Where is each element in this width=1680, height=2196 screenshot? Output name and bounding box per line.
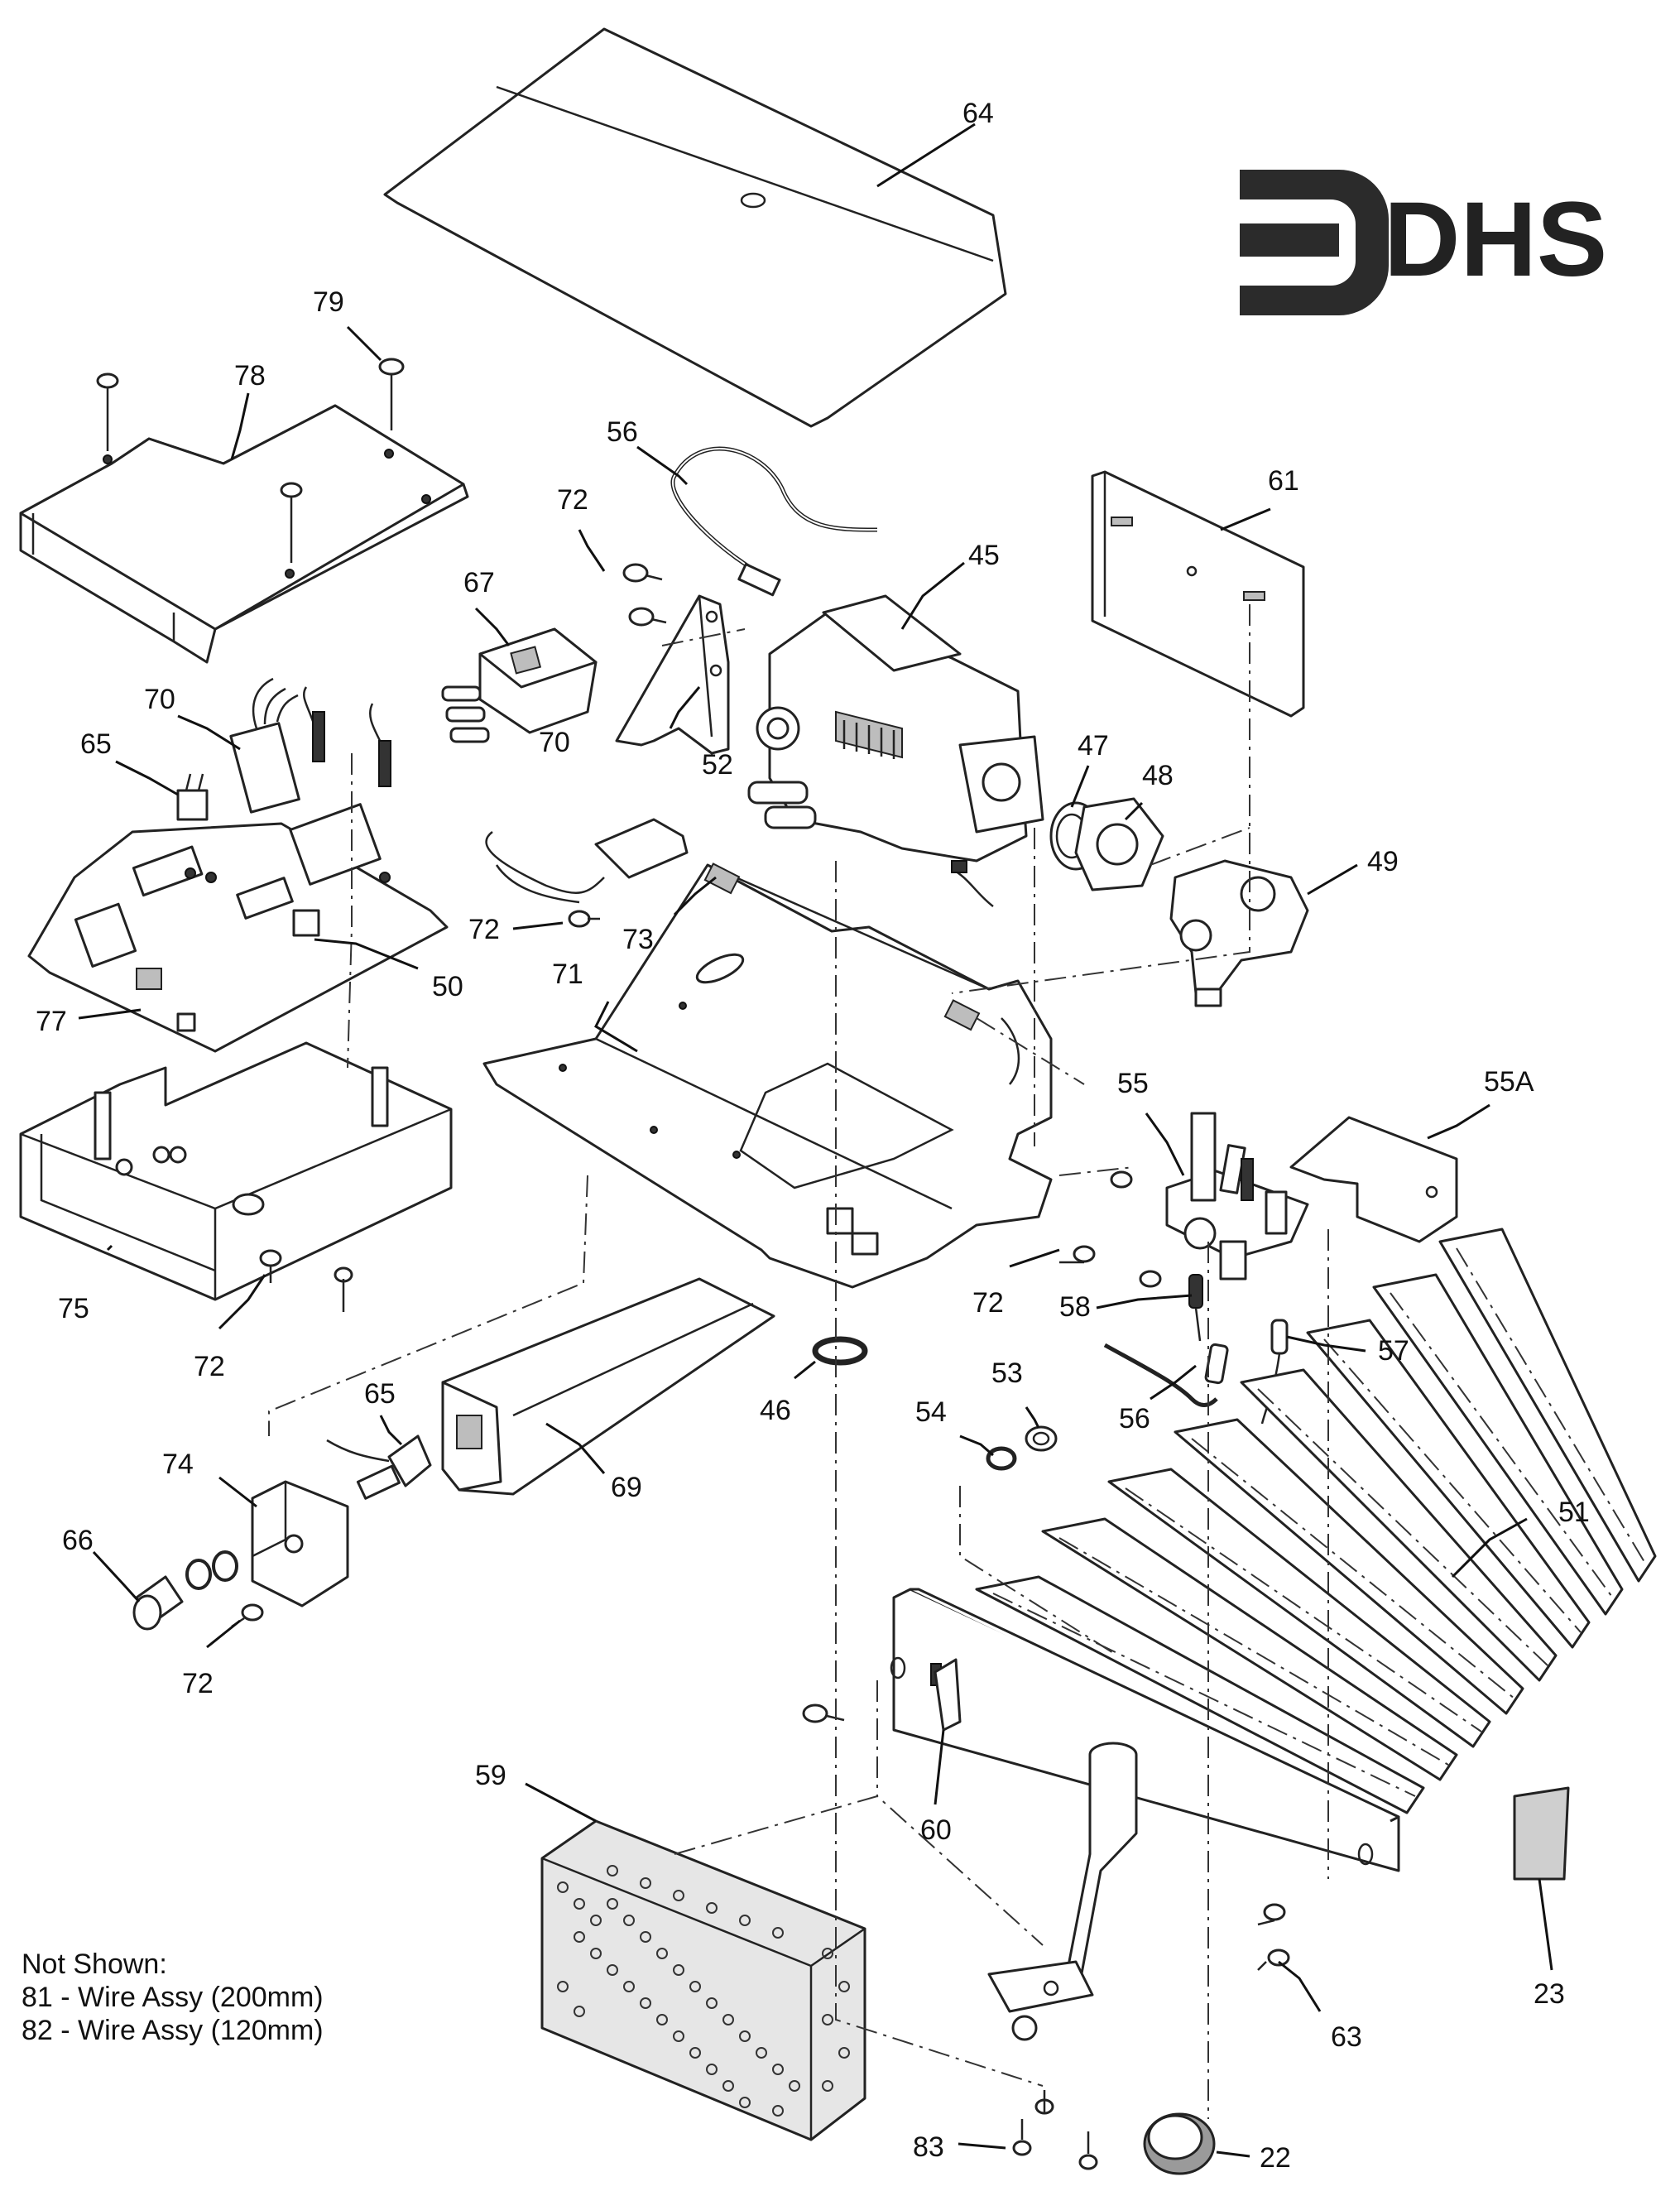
part-65-connector: [176, 773, 209, 821]
part-66-knob: [132, 1550, 238, 1631]
label-70-lower: 70: [539, 727, 570, 758]
part-74-switch-box: [251, 1480, 349, 1607]
dhs-logo: DHS: [1240, 170, 1607, 315]
screws-63: [802, 1703, 1290, 1971]
label-72-harness: 72: [468, 914, 500, 945]
label-79: 79: [313, 286, 344, 318]
part-69-channel: [441, 1277, 775, 1496]
not-shown-item-81: 81 - Wire Assy (200mm): [22, 1982, 324, 2013]
label-73: 73: [622, 924, 654, 955]
screws-72-valve: [622, 563, 667, 627]
label-69: 69: [611, 1472, 642, 1503]
screws-83: [1012, 2090, 1098, 2170]
not-shown-note: Not Shown: 81 - Wire Assy (200mm) 82 - W…: [22, 1948, 324, 2047]
part-labels: 64 79 78 56 72 45 61 67 70 65 52 47 48 7…: [36, 98, 1590, 2174]
label-74: 74: [162, 1449, 194, 1480]
manifold-pipe: [987, 1742, 1138, 2041]
label-63: 63: [1331, 2021, 1362, 2053]
part-78-electronics-cover: [19, 404, 469, 664]
label-72-tray: 72: [972, 1287, 1004, 1319]
part-55A-pilot-bracket: [1289, 1116, 1458, 1243]
part-77-control-board: [27, 803, 449, 1053]
not-shown-heading: Not Shown:: [22, 1949, 167, 1980]
screw-72-base: [259, 1249, 353, 1312]
logo-wordmark: DHS: [1384, 180, 1607, 299]
label-56-upper: 56: [607, 416, 638, 448]
label-55: 55: [1117, 1068, 1149, 1099]
part-58-wire: [1188, 1274, 1203, 1342]
label-51: 51: [1558, 1497, 1590, 1528]
part-60-clip: [934, 1658, 962, 1732]
part-23-label-plate: [1513, 1786, 1570, 1881]
part-70-wire-harness-upper: [229, 677, 391, 814]
part-71-chassis-tray: [482, 863, 1053, 1289]
label-70-upper: 70: [144, 684, 175, 715]
screws-72-pilot: [1059, 1170, 1162, 1288]
label-78: 78: [234, 360, 266, 392]
label-46: 46: [760, 1395, 791, 1426]
label-45: 45: [968, 540, 1000, 571]
screw-72-lower-valve: [568, 910, 600, 928]
label-72-base: 72: [194, 1351, 225, 1382]
label-75: 75: [58, 1293, 89, 1324]
part-46-o-ring: [812, 1336, 868, 1366]
label-72-knob: 72: [182, 1668, 214, 1699]
part-64-top-cover: [383, 27, 1007, 428]
label-53: 53: [991, 1357, 1023, 1389]
label-54: 54: [915, 1396, 947, 1428]
part-65-potentiometer: [326, 1434, 432, 1500]
label-48: 48: [1142, 760, 1174, 791]
part-51-burner-assembly: [890, 1228, 1657, 1872]
label-23: 23: [1534, 1978, 1565, 2010]
label-83: 83: [913, 2131, 944, 2163]
part-53-plug: [1025, 1425, 1058, 1452]
label-65-lower: 65: [364, 1378, 396, 1410]
label-60: 60: [920, 1814, 952, 1846]
label-52: 52: [702, 749, 733, 781]
label-66: 66: [62, 1525, 94, 1556]
part-54-washer: [986, 1446, 1017, 1471]
part-22-disc: [1143, 2112, 1216, 2175]
part-49-inlet-fitting: [1169, 859, 1309, 1007]
part-61-bracket-plate: [1091, 470, 1305, 718]
part-75-electronics-base: [19, 1041, 453, 1301]
part-45-gas-valve: [747, 594, 1044, 907]
part-59-ceramic-radiant: [540, 1819, 866, 2141]
label-57: 57: [1378, 1335, 1409, 1367]
not-shown-item-82: 82 - Wire Assy (120mm): [22, 2015, 324, 2046]
label-22: 22: [1260, 2142, 1291, 2174]
ceramic-holes: [557, 1865, 850, 2117]
leader-lines: [78, 123, 1553, 2158]
label-64: 64: [962, 98, 994, 129]
label-67: 67: [463, 567, 495, 598]
part-48-nut: [1074, 797, 1164, 891]
label-55A: 55A: [1484, 1066, 1534, 1098]
label-59: 59: [475, 1760, 506, 1791]
alignment-lines: [268, 604, 1329, 2119]
label-50: 50: [432, 971, 463, 1002]
label-56-lower: 56: [1119, 1403, 1150, 1434]
label-77: 77: [36, 1006, 67, 1037]
part-56-pilot-tube: [670, 446, 878, 597]
part-67-relay-module: [441, 627, 598, 743]
screw-79: [96, 358, 405, 563]
part-70-wire-harness-lower: [485, 818, 689, 904]
label-61: 61: [1268, 465, 1299, 497]
label-58: 58: [1059, 1291, 1091, 1323]
label-47: 47: [1078, 730, 1109, 762]
label-65-upper: 65: [80, 728, 112, 760]
part-56-lower-tube: [1103, 1343, 1229, 1407]
part-55-pilot-assembly: [1165, 1112, 1309, 1281]
part-52-valve-bracket: [615, 594, 730, 755]
label-49: 49: [1367, 846, 1399, 877]
burner-tubes: [975, 1228, 1657, 1814]
label-72-valve: 72: [557, 484, 588, 516]
label-71: 71: [552, 959, 583, 990]
